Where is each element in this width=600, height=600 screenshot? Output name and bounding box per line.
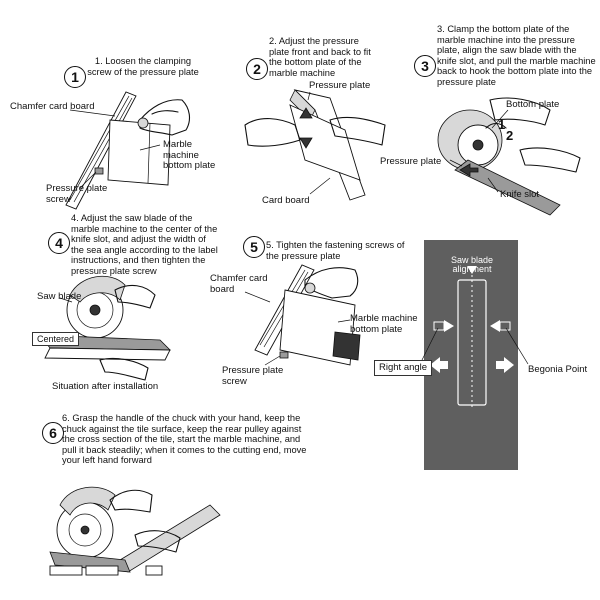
alignment-illustration — [419, 266, 529, 410]
step-1-chamfer-label: Chamfer card board — [10, 101, 95, 112]
begonia-point-label: Begonia Point — [528, 364, 588, 375]
alignment-panel: Saw blade alignment Right angle Begonia … — [370, 240, 600, 480]
step-5-illustration — [244, 264, 361, 366]
step-2-card-label: Card board — [262, 195, 310, 206]
step-1-bottom-plate-label: Marble machine bottom plate — [163, 139, 216, 171]
alignment-top-label: Saw blade alignment — [450, 255, 494, 274]
step-1-number: 1 — [64, 66, 86, 88]
step-1-illustration — [65, 91, 191, 210]
step-2-illustration — [244, 89, 386, 201]
step-6-text: 6. Grasp the handle of the chuck with yo… — [62, 413, 307, 465]
step-3-illustration — [437, 97, 581, 216]
step-5-bottom-plate-label: Marble machine bottom plate — [350, 313, 418, 335]
step-3-marker-1: 1 — [498, 117, 506, 132]
step-4-centered-label: Centered — [32, 332, 80, 346]
step-2-panel: 2 2. Adjust the pressure plate front and… — [200, 0, 400, 210]
step-1-screw-label: Pressure plate screw — [46, 183, 108, 205]
step-4-number: 4 — [48, 232, 70, 254]
step-6-illustration — [49, 486, 221, 576]
step-1-text: 1. Loosen the clamping screw of the pres… — [87, 56, 199, 77]
step-3-text: 3. Clamp the bottom plate of the marble … — [437, 24, 596, 87]
step-5-screw-label: Pressure plate screw — [222, 365, 284, 387]
step-3-bottom-plate-label: Bottom plate — [506, 99, 560, 110]
step-2-number: 2 — [246, 58, 268, 80]
step-3-number: 3 — [414, 55, 436, 77]
step-5-panel: 5 5. Tighten the fastening screws of the… — [210, 210, 420, 400]
step-4-after-label: Situation after installation — [52, 381, 159, 392]
right-angle-label: Right angle — [374, 360, 433, 376]
step-3-pressure-label: Pressure plate — [380, 156, 442, 167]
step-2-text: 2. Adjust the pressure plate front and b… — [269, 36, 371, 78]
step-5-text: 5. Tighten the fastening screws of the p… — [266, 240, 405, 261]
step-4-saw-blade-label: Saw blade — [37, 291, 82, 302]
step-6-number: 6 — [42, 422, 64, 444]
step-3-knife-slot-label: Knife slot — [500, 189, 540, 200]
step-5-number: 5 — [243, 236, 265, 258]
step-2-pressure-label: Pressure plate — [309, 80, 371, 91]
alignment-gray-panel — [424, 240, 518, 470]
step-6-panel: 6 6. Grasp the handle of the chuck with … — [0, 400, 370, 600]
step-1-panel: 1 1. Loosen the clamping screw of the pr… — [0, 0, 215, 210]
step-5-chamfer-label: Chamfer card board — [210, 273, 268, 295]
step-4-text: 4. Adjust the saw blade of the marble ma… — [71, 213, 218, 276]
step-3-marker-2: 2 — [506, 128, 514, 143]
step-4-panel: 4 4. Adjust the saw blade of the marble … — [0, 210, 218, 400]
step-3-panel: 3 3. Clamp the bottom plate of the marbl… — [380, 0, 600, 216]
